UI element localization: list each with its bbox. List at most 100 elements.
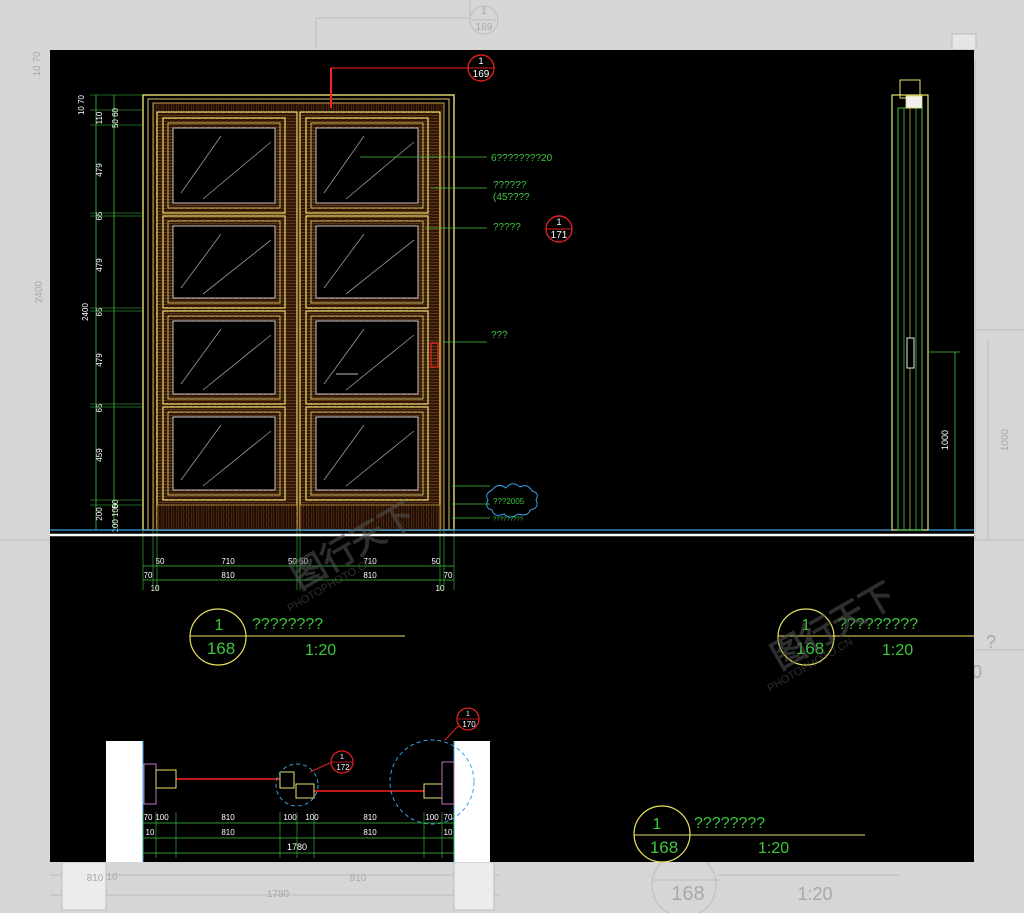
ghost-labels: 1 169 10 70 2400 1000 810 810 10 1780 16… bbox=[32, 6, 1011, 905]
panel-frame bbox=[162, 406, 286, 501]
panel-frame bbox=[162, 215, 286, 309]
ghost-dim-810b: 810 bbox=[350, 873, 367, 884]
left-dim-label: 110 bbox=[95, 111, 104, 124]
glass-reflection bbox=[323, 424, 365, 481]
left-dim-label: 65 bbox=[95, 403, 104, 412]
glass-pane bbox=[172, 416, 276, 491]
plan-dim-row1: 810 bbox=[221, 813, 235, 822]
glass-reflection bbox=[180, 328, 222, 385]
title2-scale: 1:20 bbox=[882, 642, 913, 659]
glass-reflection bbox=[345, 239, 415, 295]
glass-reflection bbox=[345, 430, 415, 487]
bottom-dim-row2: 810 bbox=[221, 571, 235, 580]
panel-bead bbox=[167, 411, 281, 496]
note-floor: ????????? bbox=[493, 517, 524, 523]
plan-dim-row1: 100 bbox=[283, 813, 297, 822]
plan-dim-row1: 70 bbox=[144, 813, 153, 822]
bottom-dim-row3: 10 bbox=[151, 584, 160, 593]
left-dim-label: 65 bbox=[95, 307, 104, 316]
title-block-2: 1 168 ????????? 1:20 bbox=[777, 608, 974, 666]
plan-total: 1780 bbox=[287, 842, 307, 852]
ghost-title-scale: 1:20 bbox=[797, 884, 832, 904]
plan-dim-row1: 100 bbox=[425, 813, 439, 822]
ghost-dim-2400: 2400 bbox=[34, 280, 45, 303]
kick-plate-right bbox=[299, 504, 441, 531]
leader-notes bbox=[360, 156, 490, 519]
callout-mid-sheet: 171 bbox=[551, 230, 568, 241]
plan-wall-left bbox=[106, 741, 143, 862]
title3-name: ???????? bbox=[694, 815, 765, 832]
glass-reflection bbox=[345, 141, 415, 200]
door-elevation bbox=[142, 67, 468, 531]
ghost-right-q: ? bbox=[986, 632, 996, 652]
title1-scale: 1:20 bbox=[305, 642, 336, 659]
plan-callout-a-sheet: 170 bbox=[462, 720, 476, 729]
left-dim-label: 50 bbox=[111, 499, 120, 508]
panel-frame bbox=[305, 406, 429, 501]
panel-bead bbox=[310, 315, 424, 400]
note-panel: ????? bbox=[493, 222, 521, 233]
left-dim-label: 10 70 bbox=[77, 94, 86, 115]
title3-sheet: 168 bbox=[650, 838, 678, 857]
panel-bead bbox=[167, 122, 281, 209]
glass-panels bbox=[162, 117, 429, 501]
glass-reflection bbox=[345, 334, 415, 391]
plan-dim-row1: 810 bbox=[363, 813, 377, 822]
panel-frame bbox=[162, 117, 286, 214]
panel-frame bbox=[305, 215, 429, 309]
title2-name: ????????? bbox=[838, 616, 918, 633]
glass-reflection bbox=[180, 233, 222, 289]
glass-reflection bbox=[323, 233, 365, 289]
panel-bead bbox=[167, 220, 281, 304]
kick-plate-left bbox=[156, 504, 298, 531]
title3-num: 1 bbox=[653, 816, 662, 833]
glass-pane bbox=[172, 127, 276, 204]
glass-pane bbox=[315, 127, 419, 204]
title2-num: 1 bbox=[802, 617, 811, 634]
panel-frame bbox=[305, 117, 429, 214]
panel-frame bbox=[305, 310, 429, 405]
title1-name: ???????? bbox=[252, 616, 323, 633]
plan-dim-row1: 100 bbox=[155, 813, 169, 822]
revision-cloud bbox=[486, 483, 538, 518]
left-dim-label: 479 bbox=[95, 353, 104, 367]
ghost-dim-1780: 1780 bbox=[267, 889, 290, 900]
title-block-3: 1 168 ???????? 1:20 bbox=[633, 805, 865, 863]
left-dim-label: 100 100 bbox=[111, 503, 120, 532]
title1-num: 1 bbox=[215, 617, 224, 634]
left-dim-label: 459 bbox=[95, 448, 104, 462]
plan-wall-right bbox=[454, 741, 490, 862]
ghost-callout-sheet: 169 bbox=[476, 22, 493, 33]
left-dim-label: 2400 bbox=[81, 303, 90, 321]
ghost-dim-top: 10 70 bbox=[32, 51, 43, 76]
note-frame-2: (45???? bbox=[493, 192, 530, 203]
panel-frame bbox=[162, 310, 286, 405]
note-base: ???2005 bbox=[493, 497, 525, 506]
glass-pane bbox=[315, 416, 419, 491]
panel-bead bbox=[310, 122, 424, 209]
glass-reflection bbox=[180, 424, 222, 481]
ghost-title-sheet: 168 bbox=[671, 883, 704, 905]
bottom-dim-row1: 50 bbox=[432, 557, 441, 566]
hinge-icon bbox=[905, 95, 923, 109]
plan-callout-a-num: 1 bbox=[466, 711, 470, 718]
glass-pane bbox=[172, 320, 276, 395]
left-dim-label: 200 bbox=[95, 507, 104, 521]
note-handle: ??? bbox=[491, 330, 508, 341]
plan-dim-row1: 70 bbox=[444, 813, 453, 822]
plan-dim-row2: 810 bbox=[221, 828, 235, 837]
callout-mid-num: 1 bbox=[556, 217, 561, 227]
bottom-dim-row1: 50 bbox=[156, 557, 165, 566]
glass-pane bbox=[172, 225, 276, 299]
glass-reflection bbox=[180, 135, 222, 194]
side-handle-icon bbox=[906, 337, 915, 369]
panel-bead bbox=[310, 411, 424, 496]
left-dim-label: 479 bbox=[95, 163, 104, 177]
glass-reflection bbox=[202, 334, 272, 391]
callout-top-num: 1 bbox=[478, 56, 483, 66]
plan-callout-b-sheet: 172 bbox=[336, 763, 350, 772]
